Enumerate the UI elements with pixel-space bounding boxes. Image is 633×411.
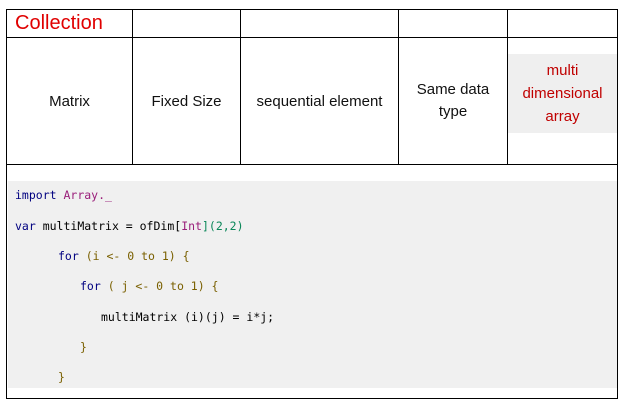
- grid-line: [7, 37, 617, 38]
- code-keyword: import: [15, 188, 57, 202]
- collection-table: Collection Matrix Fixed Size sequential …: [6, 9, 618, 399]
- code-line-4: for ( j <- 0 to 1) {: [80, 279, 218, 293]
- code-text: ( j <- 0 to 1) {: [100, 279, 219, 293]
- code-keyword: for: [80, 279, 101, 293]
- grid-line: [398, 10, 399, 164]
- code-keyword: var: [15, 219, 36, 233]
- column-header-multi-dimensional-array: multi dimensional array: [508, 54, 617, 133]
- column-header-sequential-element: sequential element: [256, 92, 383, 110]
- code-type: Int: [181, 219, 202, 233]
- grid-line: [240, 10, 241, 164]
- grid-line: [7, 164, 617, 165]
- code-block: import Array._ var multiMatrix = ofDim[I…: [8, 181, 617, 388]
- code-text: (i <- 0 to 1) {: [78, 249, 190, 263]
- column-header-fixed-size: Fixed Size: [151, 92, 222, 110]
- code-line-7: }: [58, 370, 65, 384]
- code-line-6: }: [80, 340, 87, 354]
- column-header-same-data-type: Same data type: [416, 81, 490, 120]
- code-line-3: for (i <- 0 to 1) {: [58, 249, 190, 263]
- code-text: Array._: [56, 188, 112, 202]
- grid-line: [132, 10, 133, 164]
- column-header-matrix: Matrix: [49, 92, 90, 110]
- table-title: Collection: [15, 12, 103, 34]
- grid-line: [507, 10, 508, 164]
- code-line-5: multiMatrix (i)(j) = i*j;: [101, 310, 275, 324]
- code-line-1: import Array._: [15, 188, 112, 202]
- code-text: ](2,2): [201, 219, 244, 233]
- code-keyword: for: [58, 249, 79, 263]
- code-text: multiMatrix = ofDim[: [35, 219, 182, 233]
- code-line-2: var multiMatrix = ofDim[Int](2,2): [15, 219, 244, 233]
